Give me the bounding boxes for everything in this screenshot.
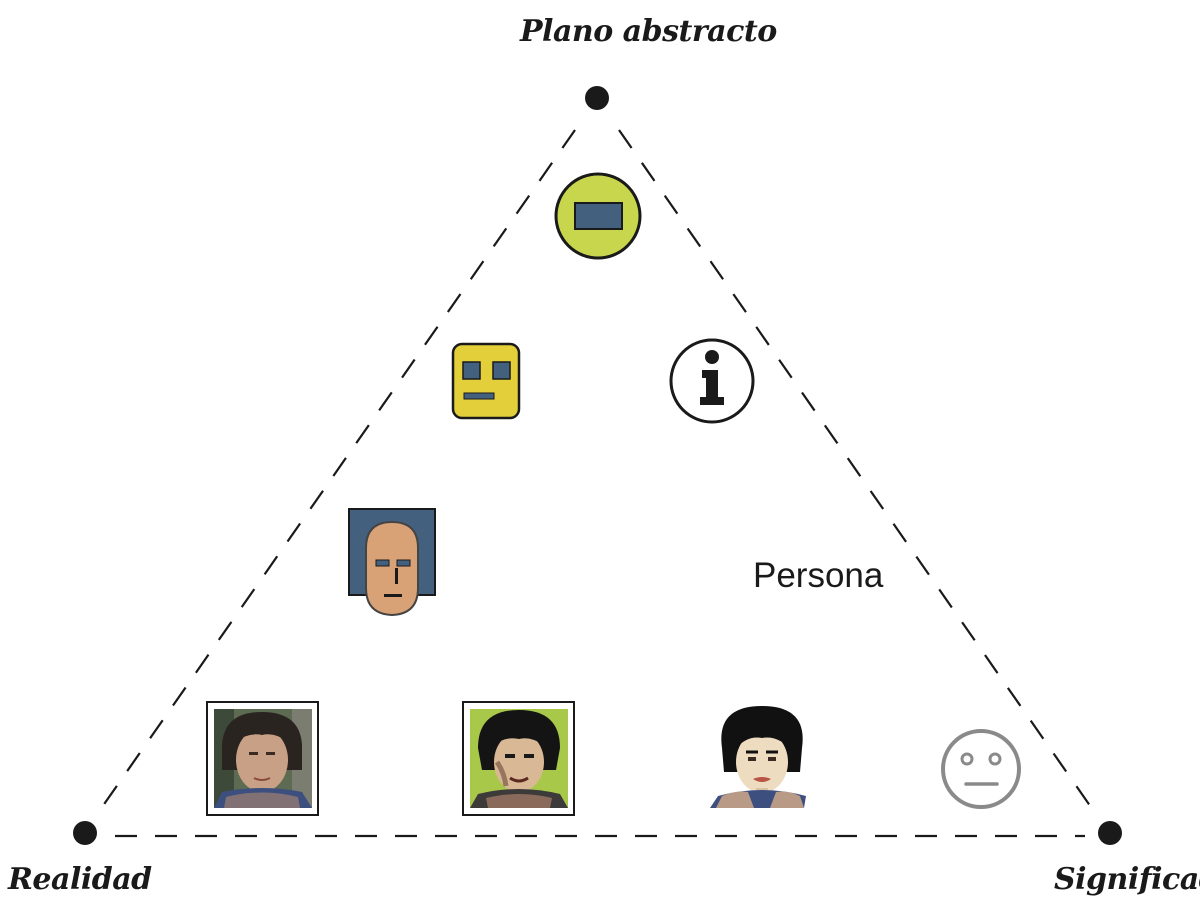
vertex-top <box>585 86 609 110</box>
edge-right <box>618 129 1094 811</box>
info-icon <box>669 338 755 424</box>
vertex-label-right: Significado <box>1054 862 1200 897</box>
posterized-portrait-icon <box>462 701 575 816</box>
vertex-right <box>1098 821 1122 845</box>
photo-portrait-icon <box>206 701 319 816</box>
cartoon-portrait-icon <box>710 706 806 808</box>
neutral-face-icon <box>941 729 1021 809</box>
triangle-edges <box>99 129 1094 838</box>
vertex-left <box>73 821 97 845</box>
diagram-center-label: Persona <box>753 556 884 595</box>
vertex-label-top: Plano abstracto <box>520 14 777 49</box>
robot-face-icon <box>451 342 521 420</box>
mask-face-icon <box>348 508 436 617</box>
vertex-label-left: Realidad <box>8 862 152 897</box>
edge-left <box>99 129 576 811</box>
abstract-circle-icon <box>554 172 642 260</box>
